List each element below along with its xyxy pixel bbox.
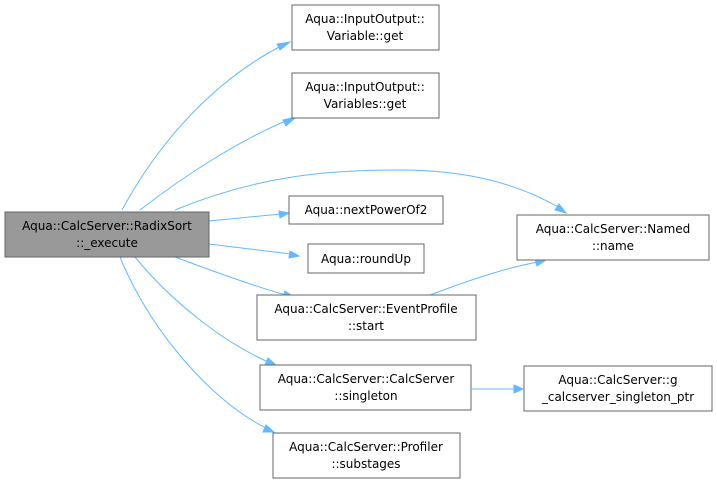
node-variable-get[interactable]: Aqua::InputOutput:: Variable::get (291, 4, 440, 51)
node-variables-get-line1: Aqua::InputOutput:: (305, 80, 425, 94)
node-event-profile-start-line1: Aqua::CalcServer::EventProfile (274, 302, 457, 316)
edge-root-to-round-up (208, 243, 301, 259)
call-nodes: Aqua::CalcServer::RadixSort ::_execute A… (4, 4, 713, 479)
node-next-power-of-2-label: Aqua::nextPowerOf2 (305, 203, 428, 217)
node-calcserver-singleton-line2: ::singleton (334, 389, 397, 403)
edge-root-to-named-name (174, 169, 568, 214)
node-calcserver-singleton[interactable]: Aqua::CalcServer::CalcServer ::singleton (259, 364, 472, 411)
edge-root-to-next-power-of-2 (208, 210, 291, 222)
node-named-name-line1: Aqua::CalcServer::Named (536, 222, 691, 236)
node-variables-get[interactable]: Aqua::InputOutput:: Variables::get (291, 72, 440, 119)
node-next-power-of-2[interactable]: Aqua::nextPowerOf2 (288, 195, 444, 225)
node-g-ptr-line2: _calcserver_singleton_ptr (541, 390, 694, 404)
edge-root-to-event-profile-start (174, 256, 296, 299)
node-variables-get-line2: Variables::get (324, 97, 407, 111)
edge-calcserver-singleton-to-g-ptr (472, 384, 525, 394)
node-event-profile-start[interactable]: Aqua::CalcServer::EventProfile ::start (256, 294, 477, 341)
edge-event-profile-start-to-named-name (429, 258, 548, 296)
node-g-ptr-line1: Aqua::CalcServer::g (558, 373, 677, 387)
node-named-name[interactable]: Aqua::CalcServer::Named ::name (516, 214, 710, 261)
edge-root-to-variables-get (139, 116, 298, 211)
edge-root-to-variable-get (121, 41, 292, 211)
node-variable-get-line2: Variable::get (327, 29, 404, 43)
node-radixsort-execute-line2: ::_execute (76, 236, 138, 250)
node-g-calcserver-singleton-ptr[interactable]: Aqua::CalcServer::g _calcserver_singleto… (523, 365, 713, 412)
node-profiler-substages[interactable]: Aqua::CalcServer::Profiler ::substages (272, 432, 461, 479)
node-profiler-substages-line1: Aqua::CalcServer::Profiler (289, 440, 443, 454)
node-named-name-line2: ::name (592, 239, 634, 253)
node-profiler-substages-line2: ::substages (331, 457, 400, 471)
edge-root-to-calcserver-singleton (134, 256, 278, 366)
node-event-profile-start-line2: ::start (348, 319, 384, 333)
node-variable-get-line1: Aqua::InputOutput:: (305, 12, 425, 26)
node-calcserver-singleton-line1: Aqua::CalcServer::CalcServer (278, 372, 455, 386)
node-round-up-label: Aqua::roundUp (321, 252, 411, 266)
edge-root-to-profiler-substages (119, 256, 276, 433)
node-radixsort-execute-line1: Aqua::CalcServer::RadixSort (22, 219, 192, 233)
node-radixsort-execute[interactable]: Aqua::CalcServer::RadixSort ::_execute (4, 211, 210, 258)
node-round-up[interactable]: Aqua::roundUp (307, 243, 425, 274)
call-edges (119, 41, 568, 433)
